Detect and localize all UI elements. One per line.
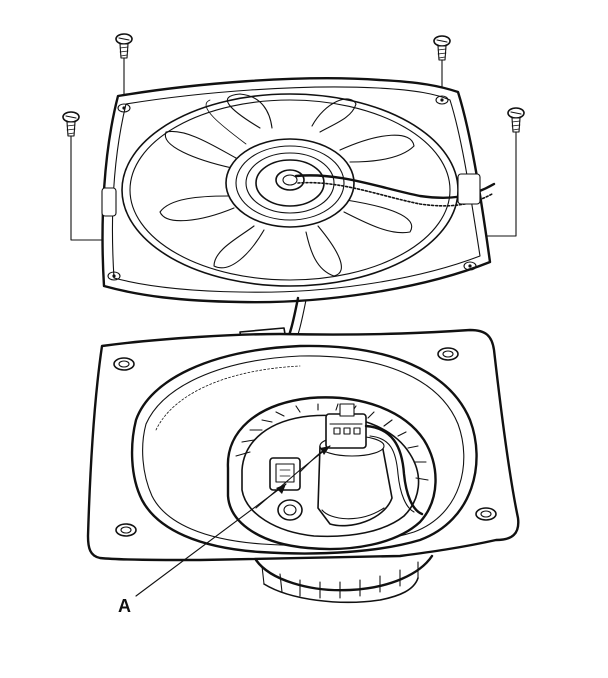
screw-top-right [433,35,451,97]
callout-label: A [118,596,131,616]
screw-icon [62,111,80,137]
blower-motor [226,396,437,551]
callout-arrowhead [276,484,286,494]
screw-icon [115,33,133,59]
screw-icon [433,35,451,61]
cooling-fan [101,77,496,304]
cooling-fan-icon [101,77,496,304]
callout-a: A [118,445,331,616]
screw-left [62,111,105,241]
callout-leader-line [135,483,287,597]
screw-right [485,107,525,237]
blower-motor-icon [226,396,437,551]
screw-icon [507,107,525,133]
screw-top-left [115,33,133,99]
callout-leader-branch [255,445,331,509]
